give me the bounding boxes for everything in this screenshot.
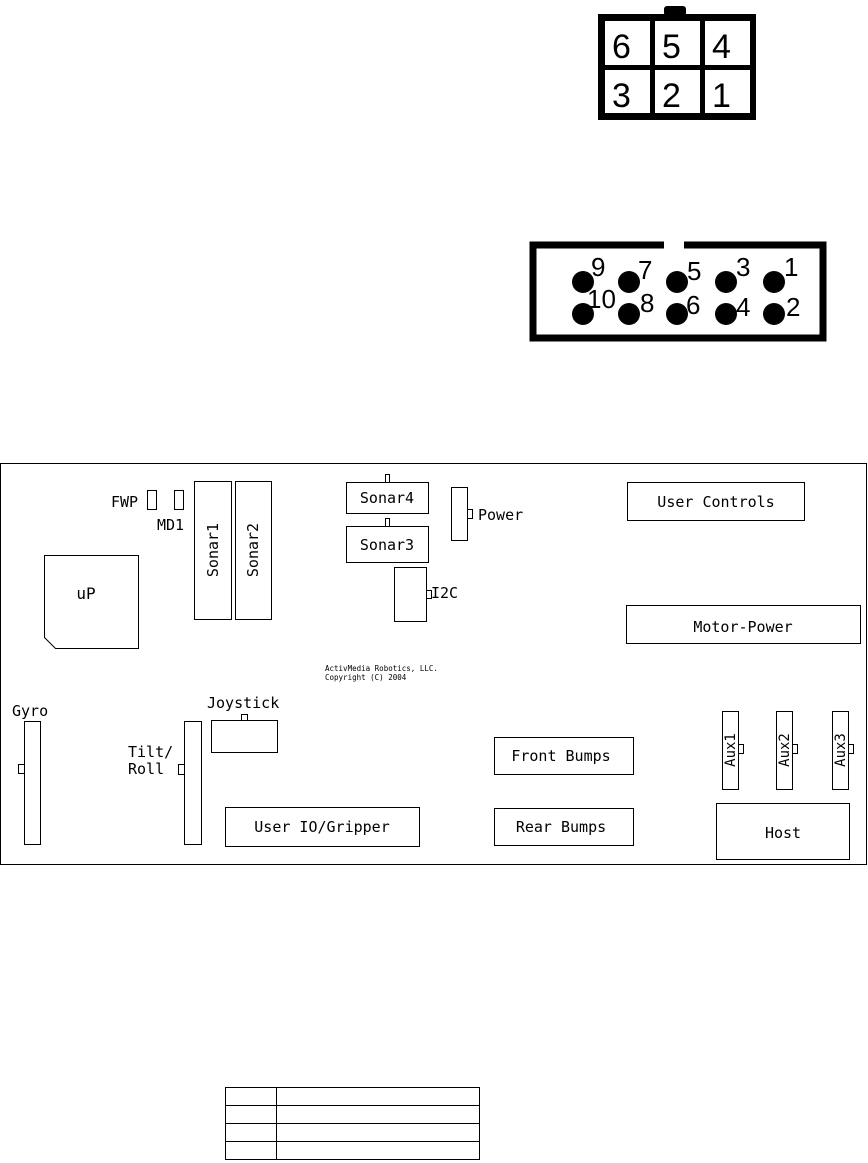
- pin-cell: [705, 70, 750, 113]
- pin-label: 4: [712, 28, 731, 66]
- pin-label: 5: [687, 256, 701, 286]
- gyro-key: [18, 764, 25, 774]
- pin-cell: [705, 21, 750, 65]
- pin-label: 2: [786, 292, 800, 322]
- six-pin-connector: 6 5 4 3 2 1: [598, 6, 756, 120]
- pin-label: 3: [612, 77, 631, 115]
- ten-pin-connector: 9 7 5 3 1 10 8 6 4 2: [529, 241, 827, 342]
- gyro-label: Gyro: [12, 702, 48, 720]
- pin-label: 3: [736, 252, 750, 282]
- pin-dot: [618, 271, 640, 293]
- user-io-gripper-connector: [225, 807, 420, 847]
- pin-label: 6: [686, 290, 700, 320]
- fwp-label: FWP: [111, 493, 138, 511]
- aux1-label: Aux1: [723, 733, 739, 767]
- fwp-jumper: [147, 490, 157, 510]
- pin-dot: [572, 303, 594, 325]
- pin-dot: [666, 271, 688, 293]
- pin-label: 6: [612, 28, 631, 66]
- pin-label: 5: [662, 28, 681, 66]
- pin-dot: [763, 271, 785, 293]
- pin-label: 9: [591, 252, 605, 282]
- pin-label: 1: [784, 252, 798, 282]
- user-controls-label: User Controls: [657, 493, 774, 511]
- pin-label: 7: [638, 255, 652, 285]
- i2c-label: I2C: [431, 584, 458, 602]
- pin-label: 2: [662, 77, 681, 115]
- pin-cell: [655, 70, 700, 113]
- power-connector: [451, 487, 468, 541]
- i2c-key: [426, 590, 432, 599]
- joystick-connector: [211, 720, 278, 753]
- up-chip: [44, 555, 139, 649]
- aux3-key: [848, 744, 854, 754]
- tilt-roll-connector: [184, 721, 202, 845]
- pin-dot: [763, 303, 785, 325]
- sonar3-key: [385, 518, 390, 527]
- pin-label: 1: [712, 77, 731, 115]
- sonar4-label: Sonar4: [360, 489, 414, 507]
- sonar1-connector: [194, 481, 232, 620]
- joystick-label: Joystick: [207, 694, 279, 712]
- aux3-label: Aux3: [833, 733, 849, 767]
- motor-power-connector: [626, 605, 861, 644]
- sonar3-label: Sonar3: [360, 536, 414, 554]
- front-bumps-connector: [494, 737, 634, 775]
- board-labels: FWP MD1 Sonar1 Sonar2 Sonar4 Sonar3 Powe…: [12, 489, 849, 842]
- pin-label: 8: [640, 288, 654, 318]
- sonar2-connector: [235, 481, 272, 620]
- host-connector: [716, 803, 850, 860]
- user-io-gripper-label: User IO/Gripper: [254, 818, 389, 836]
- pin-cell: [605, 21, 650, 65]
- sonar4-connector: [346, 482, 429, 514]
- sonar2-label: Sonar2: [244, 523, 262, 577]
- motor-power-label: Motor-Power: [693, 618, 792, 636]
- power-key: [467, 509, 473, 519]
- circuit-board: [0, 463, 867, 865]
- roll-label: Roll: [128, 760, 164, 778]
- up-label: uP: [76, 584, 95, 603]
- empty-table: [225, 1087, 480, 1160]
- i2c-connector: [394, 567, 427, 622]
- tilt-roll-key: [178, 764, 185, 775]
- host-label: Host: [765, 824, 801, 842]
- pin-dot: [618, 303, 640, 325]
- power-label: Power: [478, 506, 523, 524]
- front-bumps-label: Front Bumps: [511, 747, 610, 765]
- rear-bumps-label: Rear Bumps: [516, 818, 606, 836]
- connector-shroud: [529, 241, 827, 342]
- md1-jumper: [174, 490, 184, 510]
- connector-latch: [664, 6, 686, 16]
- pin-dot: [715, 303, 737, 325]
- user-controls-connector: [627, 482, 805, 521]
- sonar3-connector: [346, 526, 429, 563]
- pin-dot: [666, 303, 688, 325]
- copyright-line-1: ActivMedia Robotics, LLC.: [325, 664, 438, 673]
- copyright-line-2: Copyright (C) 2004: [325, 673, 407, 682]
- pin-label: 10: [587, 284, 616, 314]
- pin-cell: [655, 21, 700, 65]
- tilt-label: Tilt/: [128, 743, 173, 761]
- sonar1-label: Sonar1: [204, 523, 222, 577]
- aux2-key: [792, 744, 798, 754]
- aux1-key: [738, 744, 744, 754]
- joystick-key: [241, 714, 248, 721]
- sonar4-key: [385, 474, 390, 483]
- rear-bumps-connector: [494, 808, 634, 846]
- pin-cell: [605, 70, 650, 113]
- pin-dot: [715, 271, 737, 293]
- aux2-label: Aux2: [777, 733, 793, 767]
- pin-dot: [572, 271, 594, 293]
- pin-label: 4: [736, 292, 750, 322]
- board-outline: [0, 463, 867, 865]
- gyro-connector: [24, 721, 41, 845]
- md1-label: MD1: [157, 516, 184, 534]
